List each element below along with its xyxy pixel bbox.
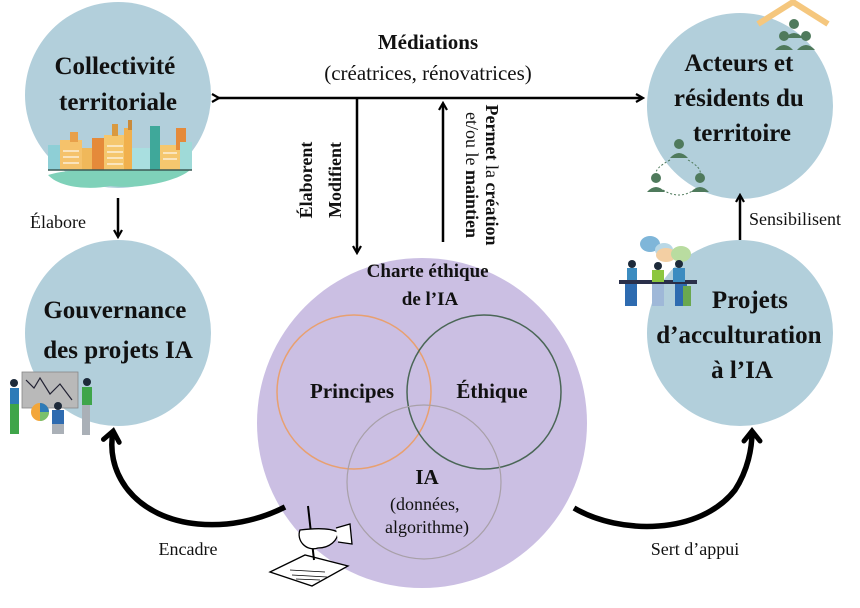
venn-ia-label: IA	[415, 465, 439, 489]
team-meeting-icon	[619, 236, 697, 306]
node-gouvernance-label: Gouvernance des projets IA	[43, 297, 193, 364]
sensibilisent-label: Sensibilisent	[749, 209, 841, 229]
venn-ethique-label: Éthique	[456, 379, 527, 403]
mediations-subtitle: (créatrices, rénovatrices)	[324, 61, 532, 85]
team-chart-presentation-icon	[10, 371, 92, 435]
node-charte-circle	[257, 258, 587, 588]
svg-text:Modifient: Modifient	[325, 142, 345, 218]
node-projets-label: Projets d’acculturation à l’IA	[656, 287, 828, 384]
elabore-label: Élabore	[30, 211, 86, 232]
permet-label: Permet la création et/ou le maintien	[462, 105, 502, 246]
hand-signing-document-icon	[268, 505, 353, 587]
mediations-title: Médiations	[378, 30, 478, 54]
sert-appui-arrow	[572, 426, 763, 530]
sert-appui-label: Sert d’appui	[651, 539, 739, 559]
node-acteurs-label: Acteurs et résidents du territoire	[674, 50, 810, 147]
node-charte-label: Charte éthique de l’IA	[367, 261, 494, 310]
encadre-arrow	[100, 427, 287, 528]
node-acteurs-circle	[647, 13, 833, 199]
venn-ethique-circle	[406, 314, 562, 470]
community-people-icon	[647, 0, 830, 196]
venn-ia-sublabel: (données, algorithme)	[385, 494, 469, 538]
svg-text:et/ou le maintien: et/ou le maintien	[462, 112, 482, 238]
node-projets-circle	[647, 240, 833, 426]
venn-principes-circle	[276, 314, 432, 470]
venn-principes-label: Principes	[310, 379, 394, 403]
svg-text:Permet la création: Permet la création	[482, 105, 502, 246]
city-skyline-icon	[48, 120, 192, 188]
node-collectivite-label: Collectivité territoriale	[54, 53, 181, 116]
elaborent-modifient-label: Élaborent Modifient	[295, 142, 345, 219]
svg-text:Élaborent: Élaborent	[295, 142, 316, 219]
encadre-label: Encadre	[159, 539, 218, 559]
venn-ia-circle	[346, 404, 502, 560]
